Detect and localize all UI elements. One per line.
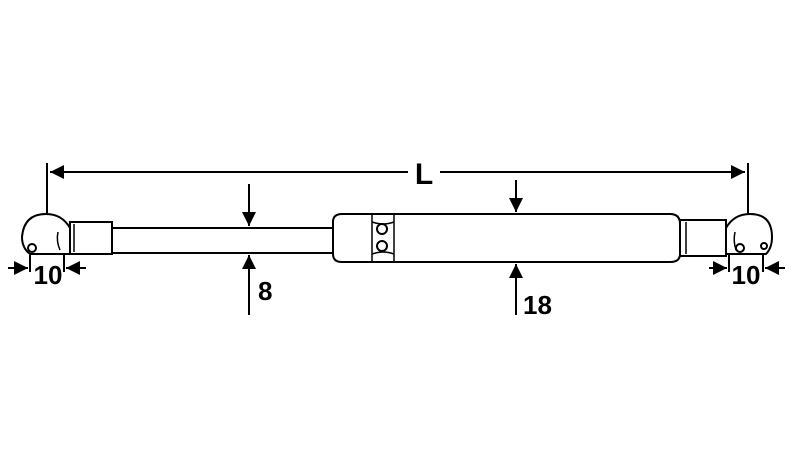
right-socket-hole-2	[760, 242, 768, 250]
right-fitting-dimension	[709, 255, 785, 275]
left-collar	[69, 221, 113, 255]
cylinder-outline	[332, 213, 681, 263]
right-socket-hole	[735, 243, 745, 253]
left-socket-ring	[56, 231, 61, 251]
left-fitting-dimension	[8, 255, 86, 275]
cylinder-body	[332, 213, 681, 263]
rod-diameter-label: 8	[258, 276, 272, 306]
piston-rod	[111, 227, 335, 254]
right-collar	[679, 219, 727, 257]
left-socket-hole	[27, 243, 37, 253]
cylinder-hole-top	[376, 223, 388, 235]
left-end-fitting	[20, 212, 113, 255]
left-fitting-label: 10	[34, 260, 63, 290]
right-end-fitting	[679, 212, 774, 257]
body-diameter-label: 18	[523, 290, 552, 320]
right-socket-ring	[733, 231, 737, 251]
length-label: L	[415, 158, 433, 191]
right-fitting-label: 10	[732, 260, 761, 290]
cylinder-hole-bottom	[376, 240, 388, 252]
